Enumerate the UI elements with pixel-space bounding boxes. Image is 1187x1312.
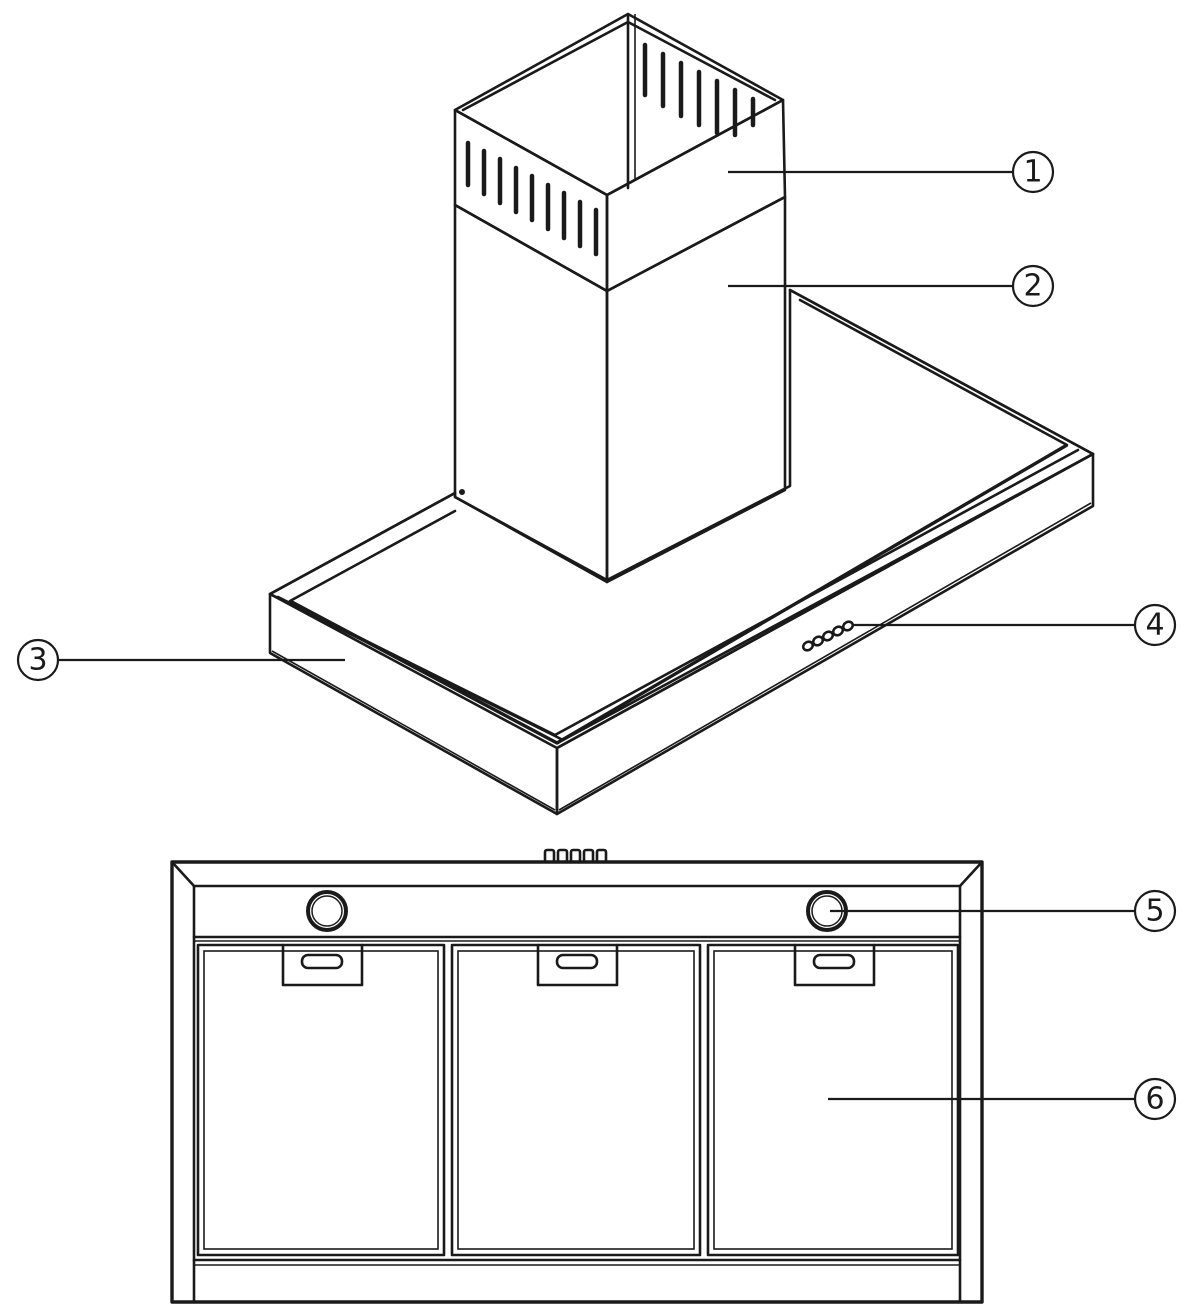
hood-isometric-view bbox=[268, 12, 1095, 816]
callout-2: 2 bbox=[728, 264, 1055, 308]
callout-5: 5 bbox=[830, 889, 1177, 933]
callout-2-label: 2 bbox=[1023, 269, 1042, 304]
callout-1-label: 1 bbox=[1023, 155, 1042, 190]
callout-4-label: 4 bbox=[1145, 608, 1164, 643]
control-buttons bbox=[801, 620, 855, 652]
callout-5-label: 5 bbox=[1145, 894, 1164, 929]
lower-chimney bbox=[453, 195, 787, 584]
upper-chimney bbox=[453, 12, 787, 293]
hood-underside-view bbox=[170, 848, 984, 1304]
lamp-left bbox=[306, 890, 348, 932]
callout-1: 1 bbox=[728, 150, 1055, 194]
callout-3-label: 3 bbox=[28, 643, 47, 678]
grease-filter-left bbox=[196, 943, 446, 1257]
callout-4: 4 bbox=[853, 603, 1177, 647]
canopy bbox=[268, 288, 1095, 816]
callout-6: 6 bbox=[828, 1077, 1177, 1121]
control-buttons-underside bbox=[543, 848, 608, 864]
grease-filter-middle bbox=[450, 943, 702, 1257]
callout-3: 3 bbox=[16, 638, 345, 682]
callout-6-label: 6 bbox=[1145, 1082, 1164, 1117]
